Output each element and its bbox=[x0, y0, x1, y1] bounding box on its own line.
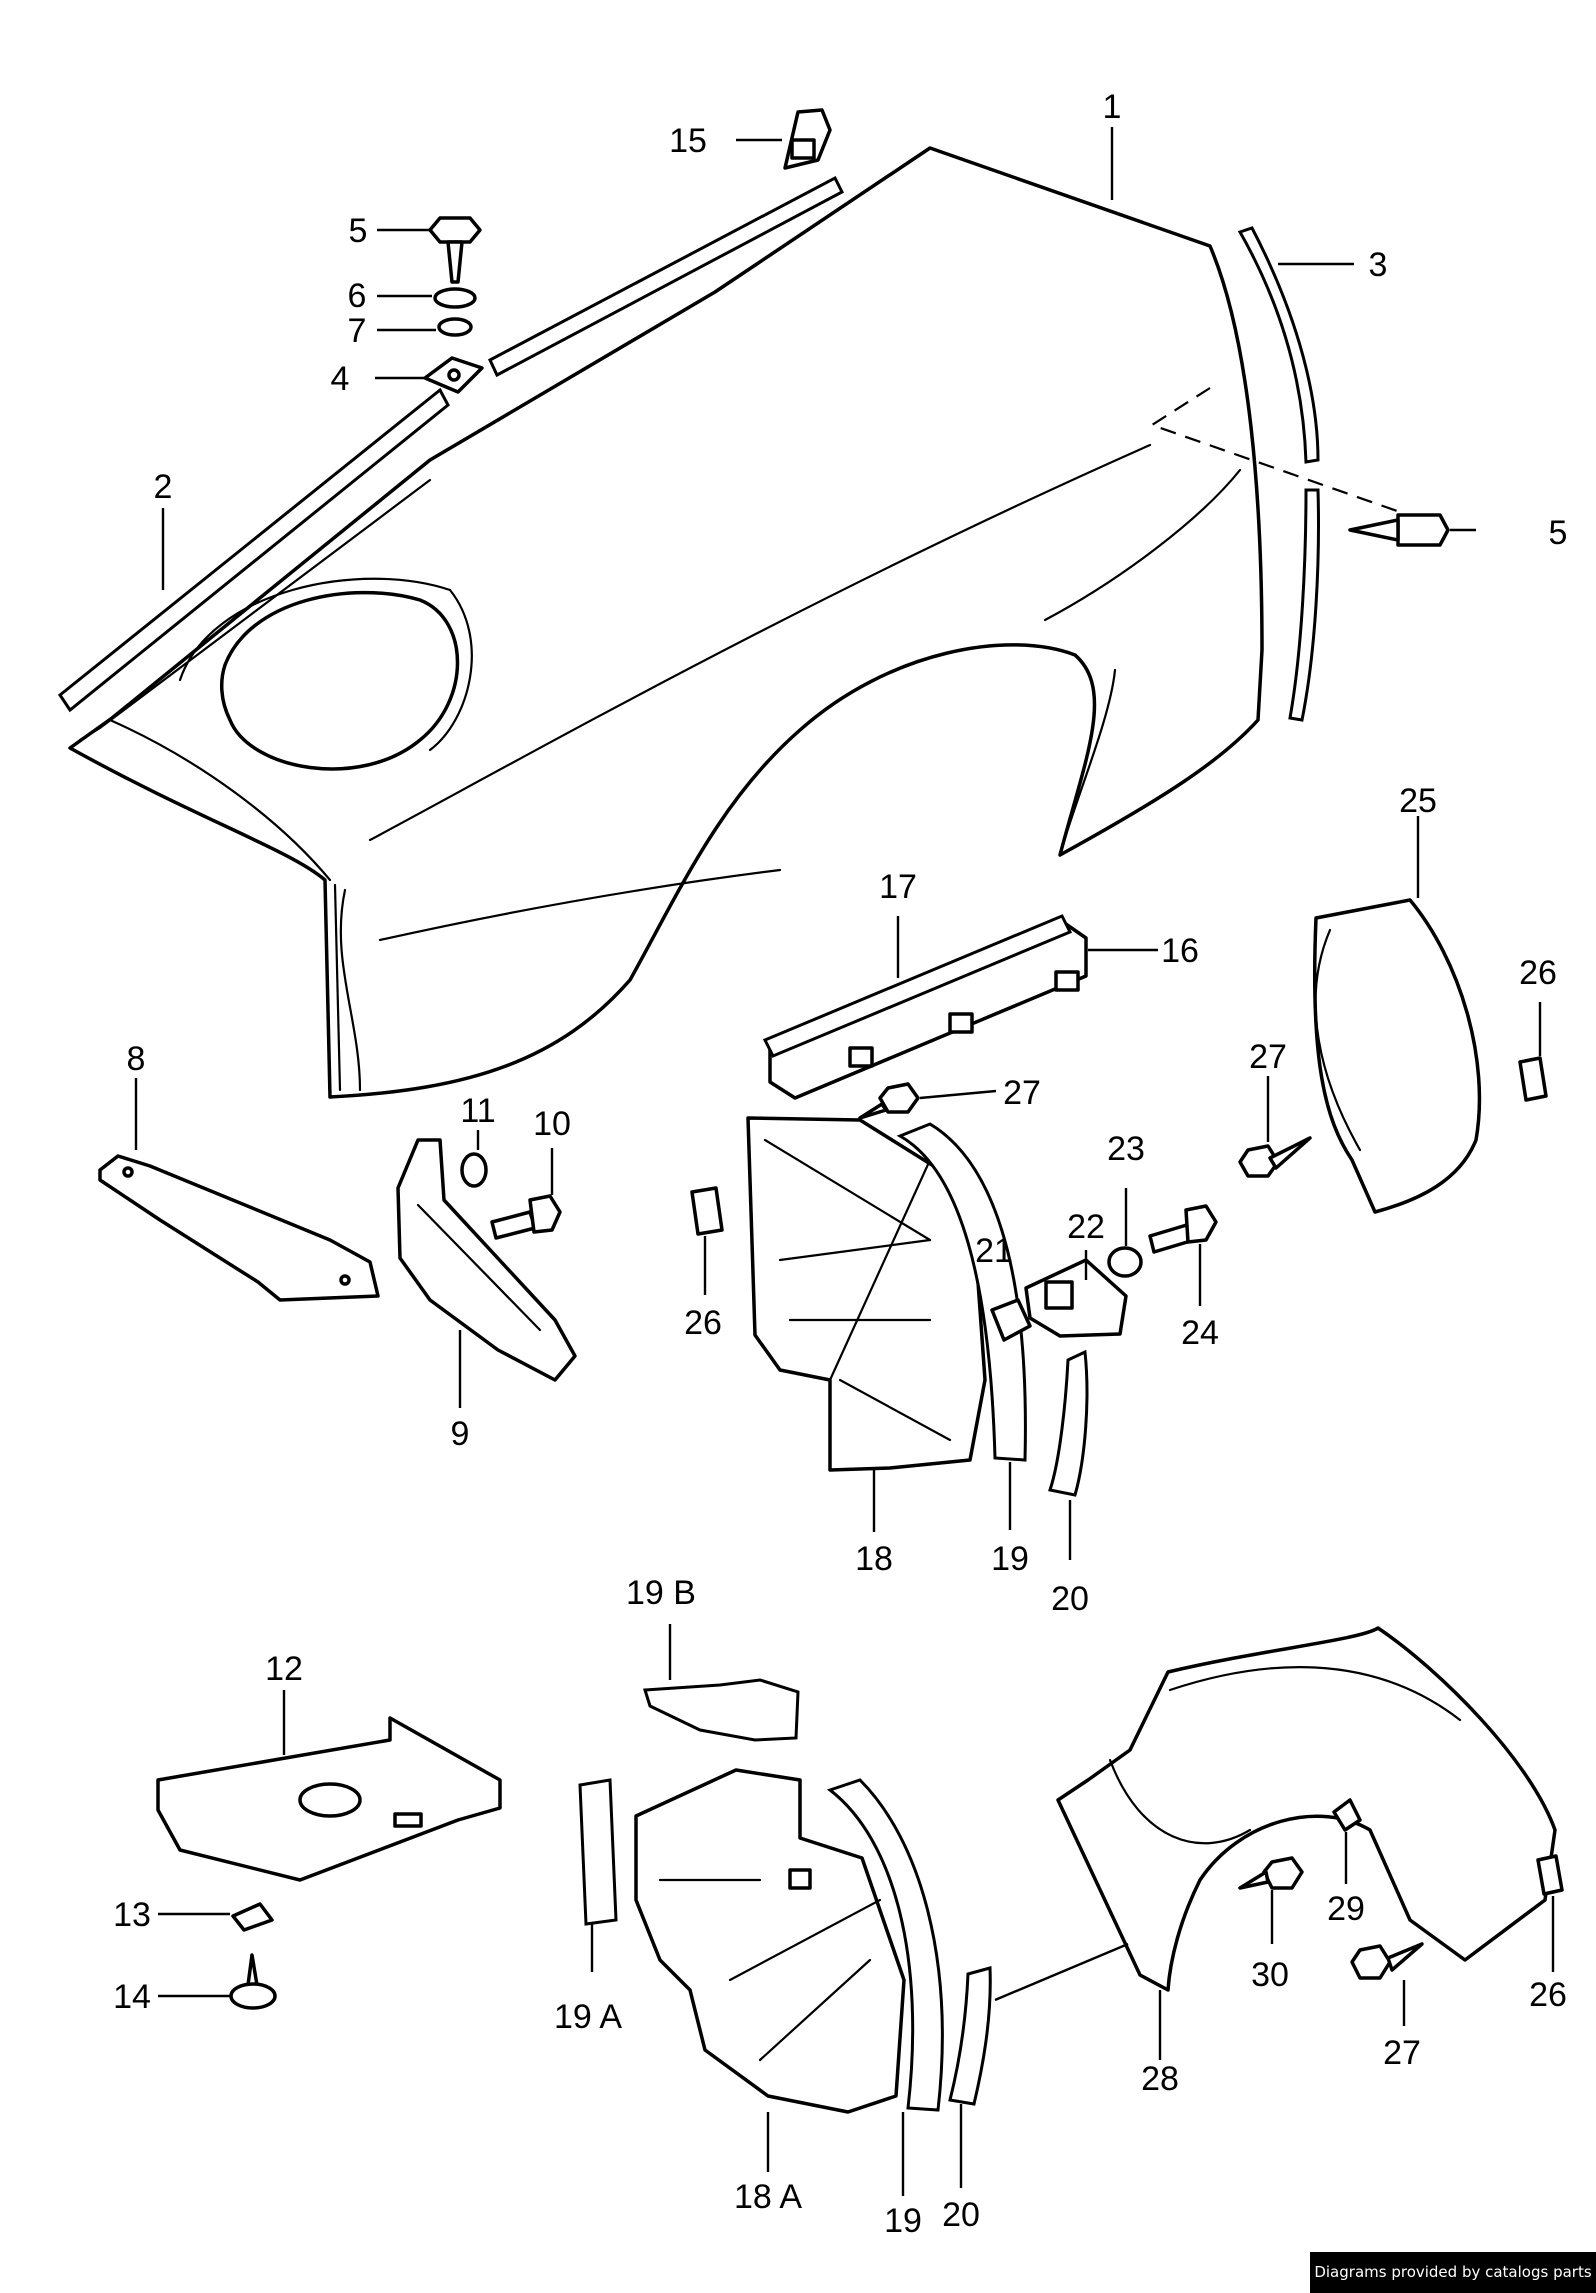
callout-20-bottom: 20 bbox=[942, 2196, 980, 2234]
callout-24: 24 bbox=[1181, 1314, 1219, 1352]
callout-6: 6 bbox=[348, 277, 367, 315]
callout-19-top: 19 bbox=[991, 1540, 1029, 1578]
clip-29 bbox=[1332, 1798, 1362, 1832]
callout-20-top: 20 bbox=[1051, 1580, 1089, 1618]
callout-12: 12 bbox=[265, 1650, 303, 1688]
washer-23 bbox=[1107, 1246, 1143, 1278]
bracket-8 bbox=[98, 1154, 380, 1302]
screw-27-top bbox=[858, 1082, 920, 1120]
clip-21 bbox=[990, 1298, 1032, 1342]
screw-27-bottom bbox=[1350, 1942, 1424, 1980]
bolt-24 bbox=[1148, 1204, 1218, 1254]
seal-19-top bbox=[896, 1122, 1027, 1462]
bolt-stack bbox=[423, 216, 484, 394]
callout-19B: 19 B bbox=[626, 1574, 696, 1612]
rail-seal-17 bbox=[762, 914, 1073, 1058]
clip-part bbox=[783, 108, 832, 170]
alignment-line bbox=[1149, 387, 1401, 514]
callout-14: 14 bbox=[113, 1978, 151, 2016]
callout-5: 5 bbox=[349, 212, 368, 250]
screw-right bbox=[1348, 513, 1450, 547]
callout-27-right: 27 bbox=[1249, 1038, 1287, 1076]
callout-18A: 18 A bbox=[734, 2178, 802, 2216]
upper-seal-strip bbox=[57, 175, 844, 713]
callout-19-bottom: 19 bbox=[884, 2202, 922, 2240]
callout-5-right: 5 bbox=[1549, 514, 1568, 552]
screw-30 bbox=[1238, 1856, 1304, 1890]
seal-19B bbox=[643, 1678, 800, 1742]
clip-26-right bbox=[1518, 1056, 1548, 1102]
callout-1: 1 bbox=[1103, 88, 1122, 126]
screw-27-right bbox=[1238, 1136, 1312, 1178]
callout-23: 23 bbox=[1107, 1130, 1145, 1168]
seal-19-bottom bbox=[826, 1778, 944, 2112]
fender-panel bbox=[68, 146, 1264, 1099]
callout-30: 30 bbox=[1251, 1956, 1289, 1994]
leader-lines bbox=[134, 127, 1555, 2196]
callout-2: 2 bbox=[154, 468, 173, 506]
callout-4: 4 bbox=[331, 360, 350, 398]
callout-8: 8 bbox=[127, 1040, 146, 1078]
fastener-14 bbox=[229, 1953, 277, 2010]
callout-13: 13 bbox=[113, 1896, 151, 1934]
callout-21: 21 bbox=[975, 1232, 1013, 1270]
callout-22: 22 bbox=[1067, 1208, 1105, 1246]
callout-9: 9 bbox=[451, 1415, 470, 1453]
credit-badge: Diagrams provided by catalogs parts bbox=[1310, 2252, 1596, 2293]
callout-27-top: 27 bbox=[1003, 1074, 1041, 1112]
clip-13 bbox=[231, 1902, 274, 1932]
callout-3: 3 bbox=[1369, 246, 1388, 284]
bolt-10 bbox=[460, 1152, 562, 1240]
leader-connector bbox=[994, 1942, 1129, 2002]
seal-20-top bbox=[1048, 1349, 1089, 1497]
wheel-arch-liner-28 bbox=[1056, 1626, 1557, 1992]
callout-26-right: 26 bbox=[1519, 954, 1557, 992]
wheel-housing-18A bbox=[634, 1768, 906, 2114]
callout-25: 25 bbox=[1399, 782, 1437, 820]
callout-16: 16 bbox=[1161, 932, 1199, 970]
callout-19A: 19 A bbox=[554, 1998, 622, 2036]
callout-labels: 1 2 3 4 5 5 6 7 8 9 10 11 12 13 14 15 16… bbox=[113, 88, 1567, 2240]
callout-15: 15 bbox=[669, 122, 707, 160]
callout-18: 18 bbox=[855, 1540, 893, 1578]
wheel-housing-18 bbox=[746, 1116, 987, 1472]
callout-11: 11 bbox=[460, 1092, 495, 1130]
bracket-9 bbox=[396, 1138, 577, 1382]
callout-28: 28 bbox=[1141, 2060, 1179, 2098]
seal-19A bbox=[578, 1778, 618, 1926]
callout-27-bottom: 27 bbox=[1383, 2034, 1421, 2072]
callout-10: 10 bbox=[533, 1105, 571, 1143]
rear-seal-strip bbox=[1237, 226, 1320, 722]
clip-26-middle bbox=[690, 1186, 724, 1236]
splash-guard-25 bbox=[1312, 898, 1482, 1214]
under-panel bbox=[156, 1716, 502, 1882]
seal-20-bottom bbox=[948, 1966, 992, 2106]
clip-26-bottom bbox=[1536, 1854, 1564, 1896]
callout-26-middle: 26 bbox=[684, 1304, 722, 1342]
callout-29: 29 bbox=[1327, 1890, 1365, 1928]
callout-26-bottom: 26 bbox=[1529, 1976, 1567, 2014]
callout-17: 17 bbox=[879, 868, 917, 906]
callout-7: 7 bbox=[348, 312, 367, 350]
